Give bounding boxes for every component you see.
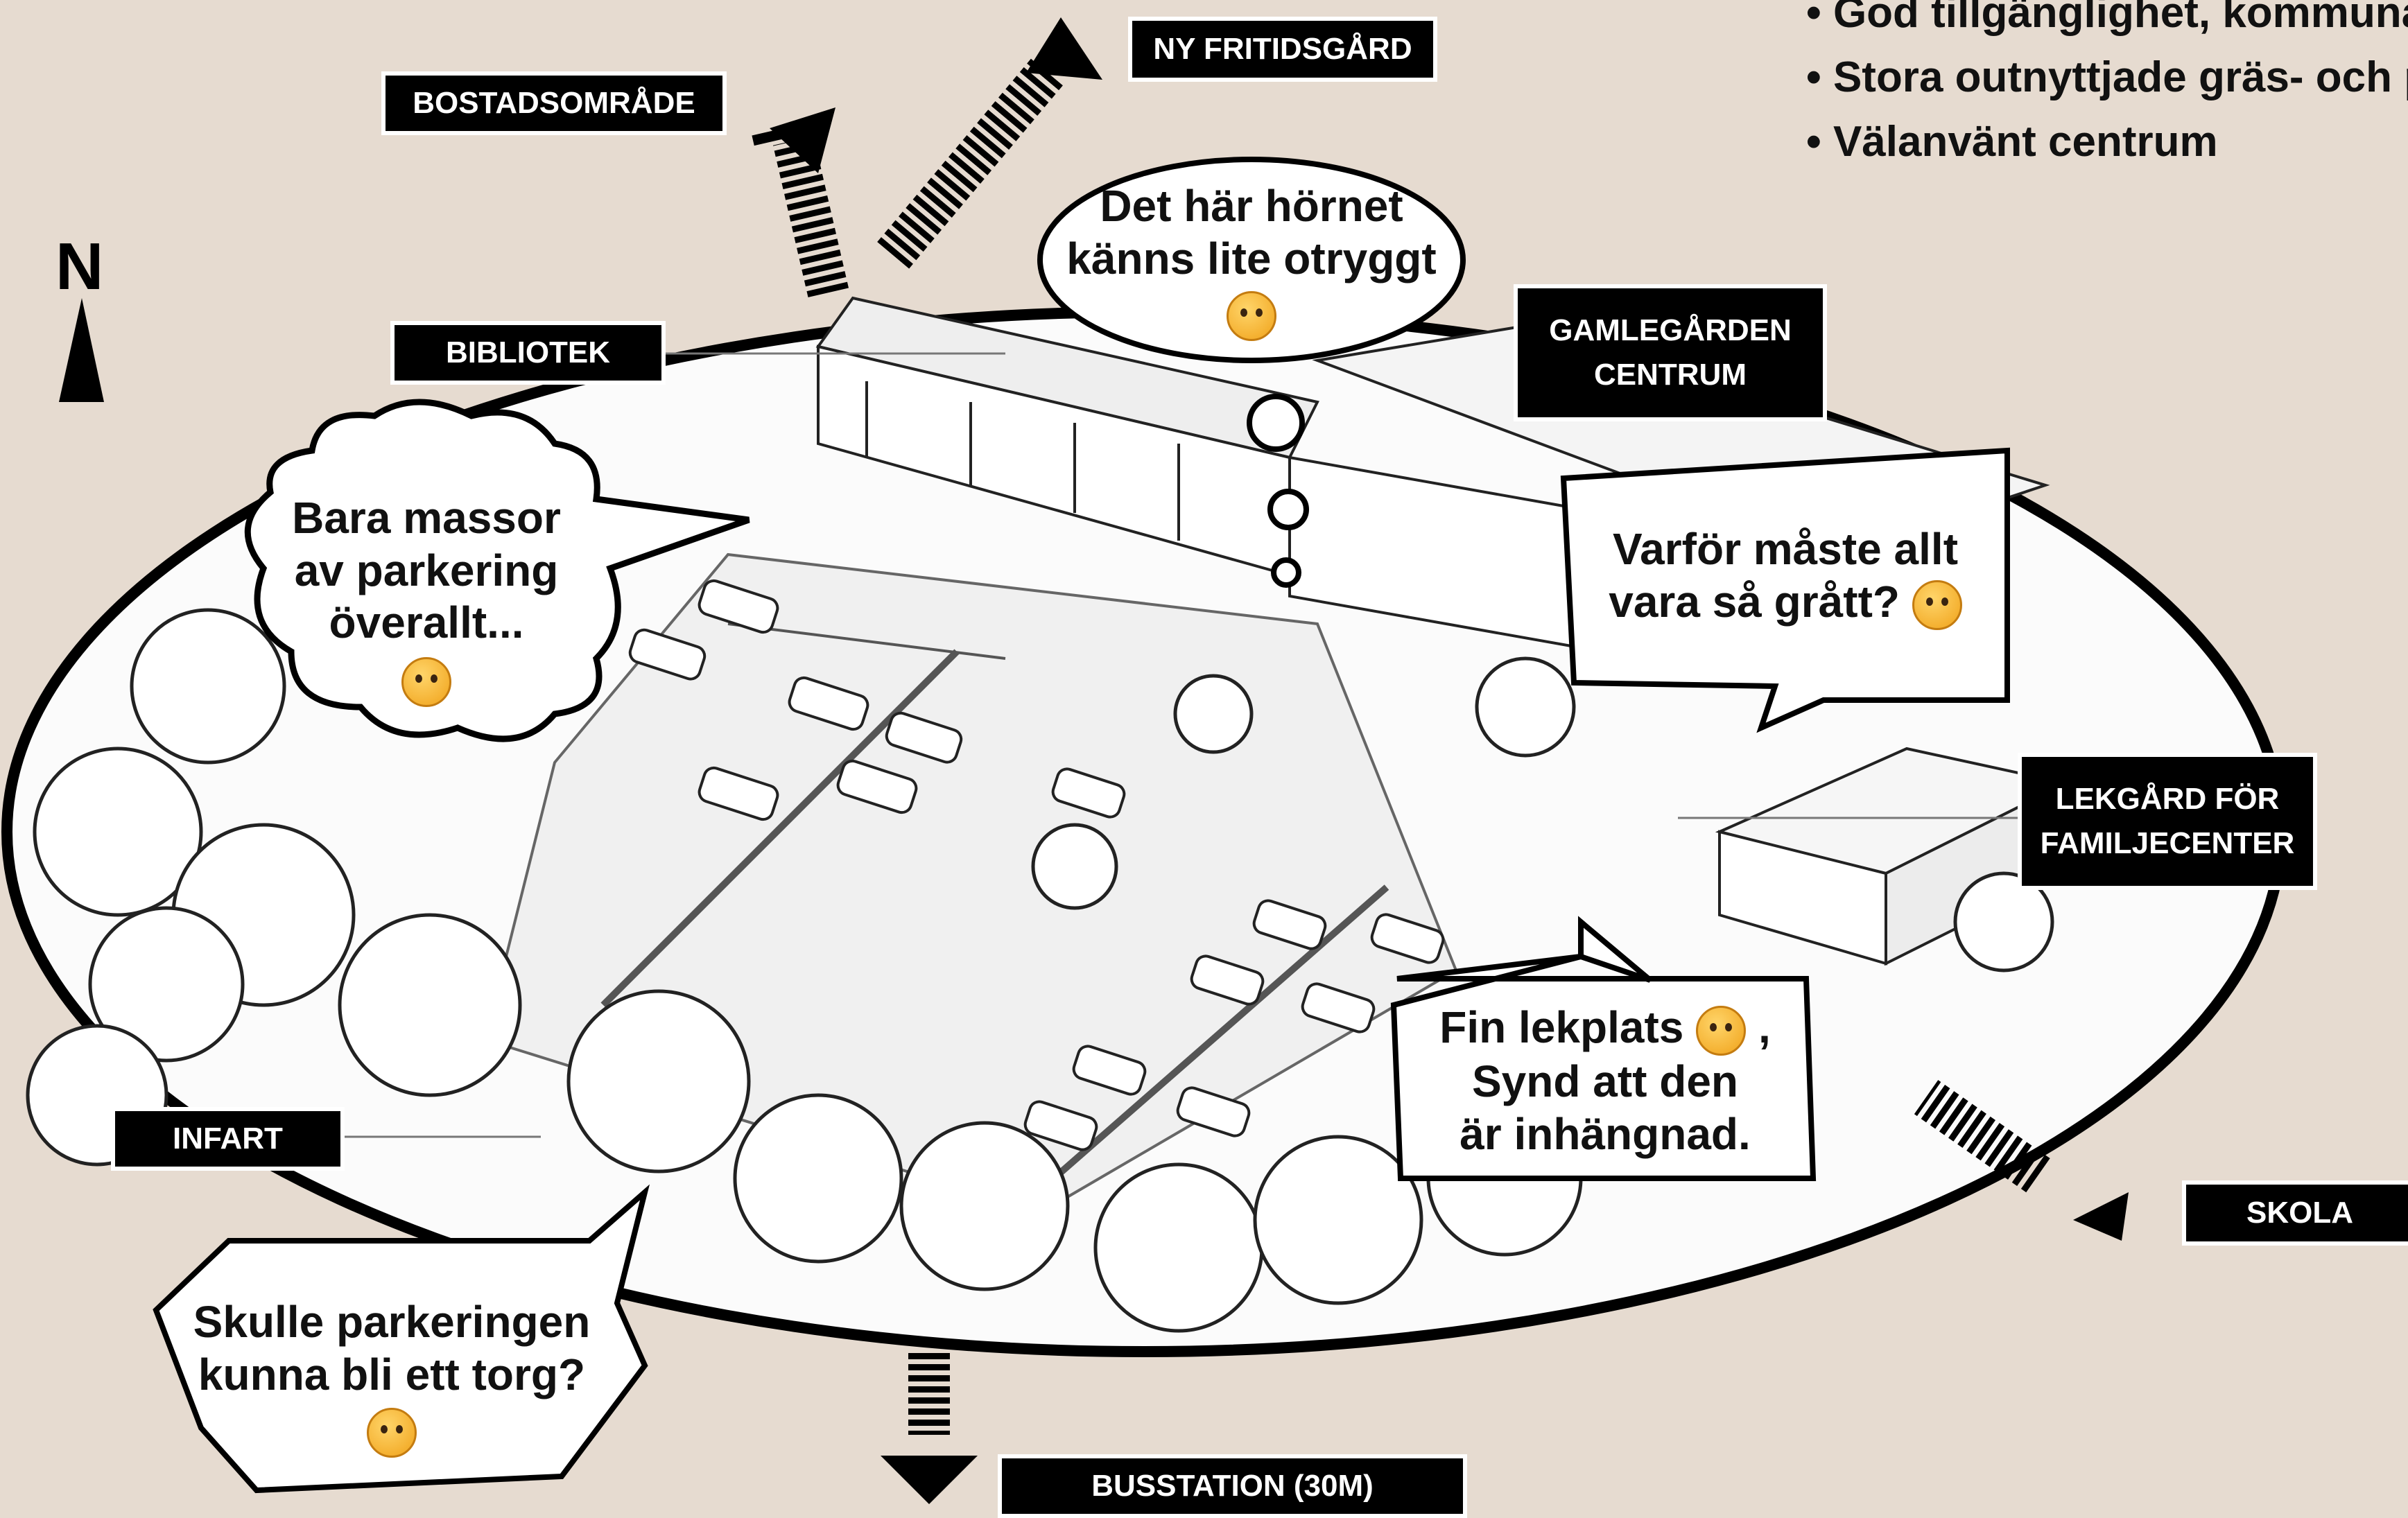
crying-face-icon bbox=[1912, 579, 1962, 630]
trees bbox=[26, 608, 2054, 1333]
bubble-torg bbox=[153, 1184, 650, 1494]
label-infart: INFART bbox=[111, 1107, 345, 1171]
north-arrow-icon bbox=[59, 298, 104, 402]
skeptical-face-icon bbox=[367, 1408, 417, 1458]
arrow-skola bbox=[1914, 1080, 2129, 1241]
arrow-bostadsomrade bbox=[752, 107, 850, 301]
bubble-corner bbox=[1037, 157, 1466, 588]
label-ny-fritidsgard: NY FRITIDSGÅRD bbox=[1128, 17, 1437, 82]
bubble-corner-text: Det här hörnet känns lite otryggt bbox=[1054, 180, 1449, 342]
heart-eyes-face-icon bbox=[1696, 1006, 1747, 1056]
bubble-playground-text: Fin lekplats , Synd att den är inhängnad… bbox=[1439, 1002, 1771, 1159]
arrow-ny-fritidsgard bbox=[876, 17, 1102, 270]
bubble-torg-text: Skulle parkeringen kunna bli ett torg? bbox=[177, 1296, 607, 1458]
label-lekgard-familjecenter: LEKGÅRD FÖR FAMILJECENTER bbox=[2018, 753, 2317, 890]
bullet-item: God tillgänglighet, kommunal b bbox=[1806, 0, 2408, 45]
tired-face-icon bbox=[401, 656, 451, 707]
label-skola: SKOLA bbox=[2182, 1180, 2408, 1246]
label-bibliotek: BIBLIOTEK bbox=[390, 321, 666, 385]
arrow-busstation bbox=[881, 1352, 978, 1504]
label-bostadsomrade: BOSTADSOMRÅDE bbox=[381, 71, 727, 135]
label-busstation: BUSSTATION (30M) bbox=[998, 1454, 1467, 1518]
north-label: N bbox=[55, 229, 104, 304]
label-gamlegarden-centrum: GAMLEGÅRDEN CENTRUM bbox=[1514, 284, 1827, 421]
analysis-bullet-list: God tillgänglighet, kommunal b Stora out… bbox=[1806, 0, 2408, 174]
bubble-grey bbox=[1560, 447, 2010, 733]
bullet-item: Välanvänt centrum bbox=[1806, 110, 2408, 174]
bullet-item: Stora outnyttjade gräs- och p bbox=[1806, 45, 2408, 110]
bubble-parking-text: Bara massor av parkering överallt... bbox=[277, 492, 575, 707]
bubble-parking bbox=[244, 399, 750, 742]
bubble-grey-text: Varför måste allt vara så grått? bbox=[1574, 523, 1997, 630]
parked-cars bbox=[628, 579, 1445, 1151]
anxious-face-icon bbox=[1227, 291, 1276, 342]
leader-lines bbox=[343, 352, 2018, 1138]
